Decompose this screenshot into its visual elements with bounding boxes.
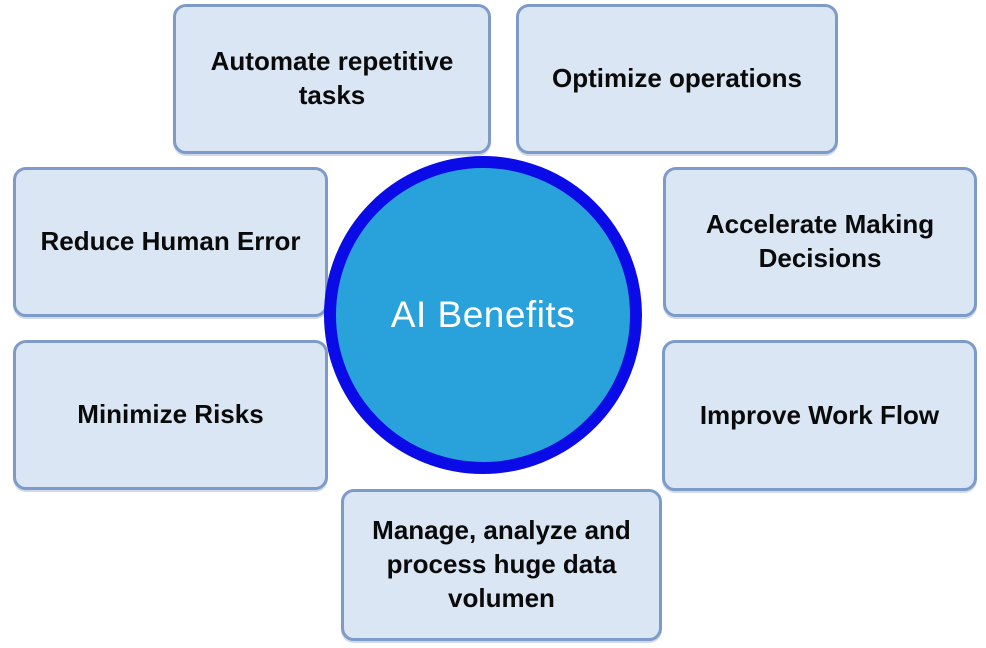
benefit-label: Reduce Human Error [40, 226, 301, 257]
benefit-box-accelerate-making-decisions: Accelerate Making Decisions [663, 167, 977, 317]
benefit-box-optimize-operations: Optimize operations [516, 4, 838, 154]
benefit-label: Automate repetitive tasks [210, 46, 454, 110]
benefit-label: Improve Work Flow [699, 399, 940, 430]
center-circle-label: AI Benefits [390, 294, 576, 335]
benefit-label: Manage, analyze and process huge data vo… [372, 515, 631, 613]
benefit-box-automate-repetitive-tasks: Automate repetitive tasks [173, 4, 491, 154]
ai-benefits-center-circle: AI Benefits [324, 156, 642, 474]
benefit-box-minimize-risks: Minimize Risks [13, 340, 328, 490]
benefit-label: Optimize operations [552, 63, 802, 94]
benefit-label: Minimize Risks [77, 399, 264, 430]
benefit-box-improve-work-flow: Improve Work Flow [662, 340, 977, 491]
benefit-box-manage-analyze-process-data: Manage, analyze and process huge data vo… [341, 489, 662, 641]
benefit-box-reduce-human-error: Reduce Human Error [13, 167, 328, 317]
benefit-label: Accelerate Making Decisions [705, 209, 935, 273]
